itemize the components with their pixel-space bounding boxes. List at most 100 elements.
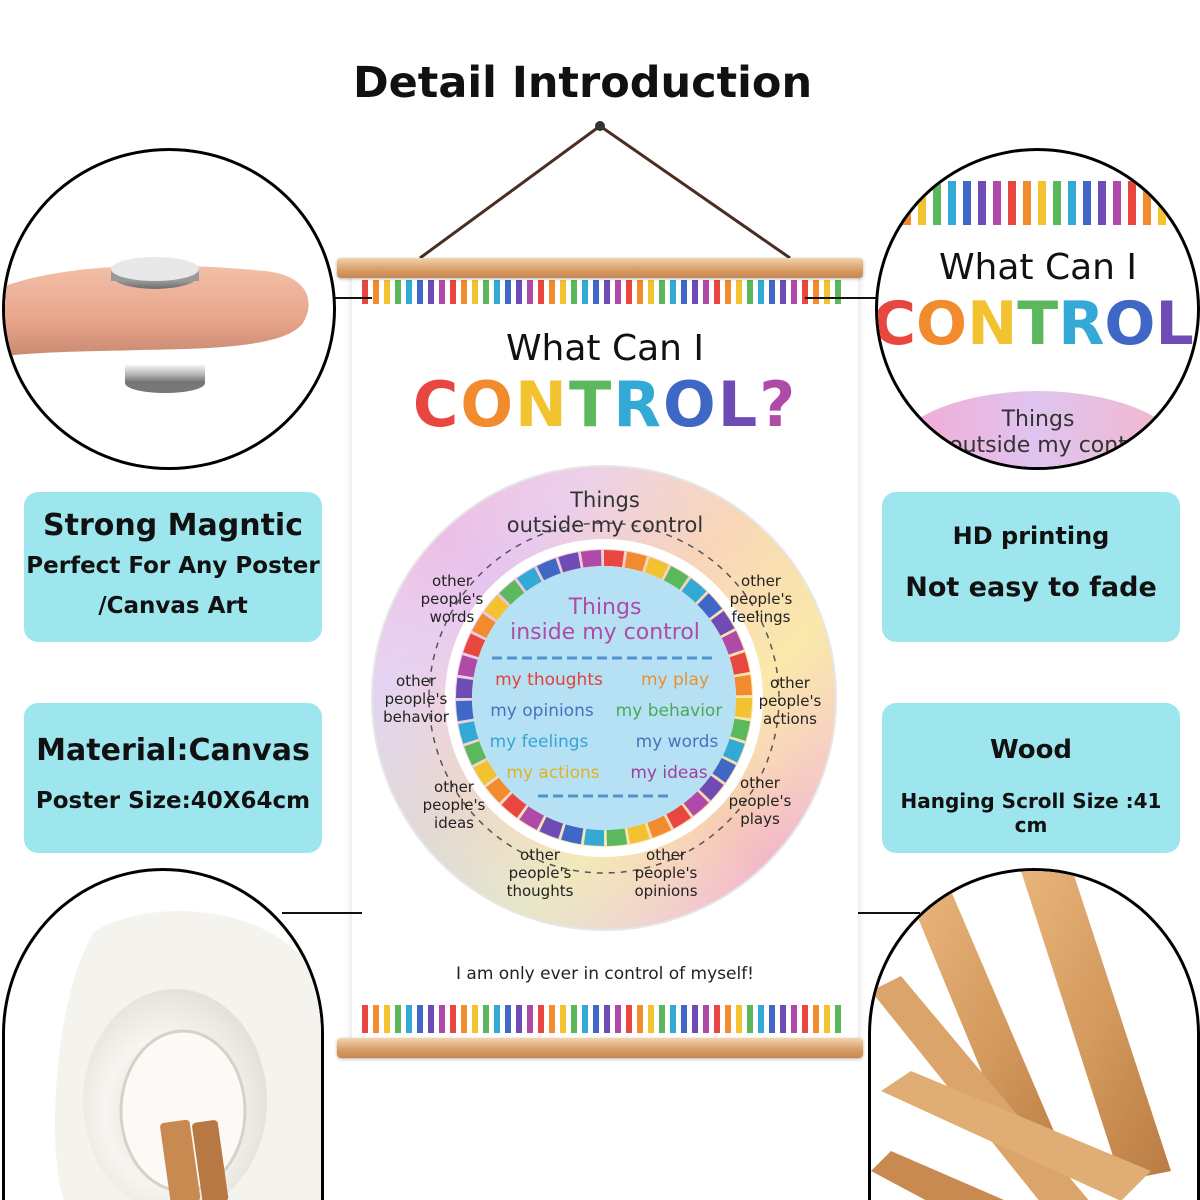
outer-title-line1: Things: [570, 488, 640, 512]
feature-wood: Wood Hanging Scroll Size :41 cm: [882, 703, 1180, 853]
stripe: [483, 1005, 489, 1033]
stripe: [637, 280, 643, 304]
poster-canvas: [362, 280, 841, 1033]
stripe: [681, 280, 687, 304]
stripe: [417, 280, 423, 304]
stripe: [813, 280, 819, 304]
finger-magnet-illustration: [5, 257, 309, 393]
feature-magnet-line3: /Canvas Art: [98, 593, 248, 619]
stripe: [835, 1005, 841, 1033]
inside-item: my words: [635, 732, 719, 752]
stripe: [516, 1005, 522, 1033]
stripe: [494, 280, 500, 304]
inner-title-line2: inside my control: [510, 620, 700, 645]
control-letter: C: [875, 289, 917, 359]
magnet-closeup: [2, 148, 336, 470]
inside-item: my ideas: [630, 763, 708, 783]
stripe: [835, 280, 841, 304]
stripe: [725, 280, 731, 304]
stripe: [1053, 181, 1061, 225]
control-letter: C: [412, 368, 461, 441]
outside-item: other people's feelings: [729, 572, 793, 626]
ring-segment: [519, 806, 545, 830]
connector-line: [858, 912, 920, 914]
stripe: [659, 280, 665, 304]
ring-segment: [457, 655, 478, 678]
stripe: [406, 280, 412, 304]
stripe: [527, 1005, 533, 1033]
inside-item: my behavior: [615, 701, 723, 721]
stripe: [538, 1005, 544, 1033]
stripe: [1038, 181, 1046, 225]
ring-segment: [456, 677, 474, 698]
stripe: [593, 280, 599, 304]
feature-wood-title: Wood: [989, 735, 1073, 765]
wood-sticks-illustration: [871, 871, 1171, 1200]
outer-title-line2: outside my control: [506, 513, 704, 537]
poster-title-line1: What Can I: [505, 328, 705, 369]
outside-item: other people's thoughts: [506, 846, 574, 900]
stripe: [1083, 181, 1091, 225]
outside-item: other people's behavior: [383, 672, 449, 726]
ring-segment: [647, 815, 672, 838]
ring-segment: [458, 721, 479, 744]
ring-segment: [627, 823, 650, 844]
stripe: [1188, 181, 1196, 225]
stripe: [384, 280, 390, 304]
stripe: [439, 280, 445, 304]
stripe: [1098, 181, 1106, 225]
connector-line: [335, 297, 372, 299]
stripe: [670, 280, 676, 304]
control-letter: R: [1058, 289, 1105, 359]
stripe: [648, 280, 654, 304]
stripe: [461, 280, 467, 304]
stripe: [692, 1005, 698, 1033]
feature-magnet: Strong Magntic Perfect For Any Poster /C…: [24, 492, 322, 642]
stripe: [824, 1005, 830, 1033]
zoom-title-line1: What Can I: [938, 247, 1138, 288]
control-letter: O: [460, 368, 516, 441]
stripe: [472, 280, 478, 304]
wood-stick: [1021, 871, 1171, 1181]
stripe: [1143, 181, 1151, 225]
stripe: [648, 1005, 654, 1033]
ring-segment: [486, 777, 511, 803]
zoom-title-control: CONTROL?: [875, 289, 1197, 359]
stripe: [1158, 181, 1166, 225]
outside-item: other people's actions: [758, 674, 822, 728]
stripe: [560, 280, 566, 304]
outside-item: other people's ideas: [422, 778, 486, 832]
stripe: [450, 1005, 456, 1033]
stripe: [494, 1005, 500, 1033]
ring-segment: [699, 775, 724, 801]
page-title: Detail Introduction: [352, 58, 813, 108]
stripe: [725, 1005, 731, 1033]
stripe: [582, 280, 588, 304]
inside-item: my thoughts: [495, 670, 603, 690]
stripe: [1023, 181, 1031, 225]
zoom-outer-title: Things outside my cont: [949, 407, 1127, 458]
stripe: [428, 1005, 434, 1033]
ring-segment: [499, 580, 525, 605]
ring-segment: [624, 551, 647, 572]
stripe: [703, 1005, 709, 1033]
ring-segment: [517, 567, 542, 592]
stripe: [758, 280, 764, 304]
stripe: [582, 1005, 588, 1033]
ring-segment: [734, 698, 752, 719]
inner-circle: [472, 566, 736, 830]
stripe: [888, 181, 896, 225]
stripe: [417, 1005, 423, 1033]
ring-segment: [456, 700, 474, 722]
inner-title: Things inside my control: [352, 595, 858, 645]
stripe: [483, 280, 489, 304]
inside-item: my opinions: [490, 701, 594, 721]
wood-stick: [881, 1071, 1151, 1200]
canvas-closeup: [2, 868, 324, 1200]
stripe: [450, 280, 456, 304]
hanging-string: [419, 121, 791, 260]
ring-segment: [464, 741, 487, 766]
ring-segment: [606, 828, 628, 846]
stripe: [516, 280, 522, 304]
stripe: [373, 280, 379, 304]
